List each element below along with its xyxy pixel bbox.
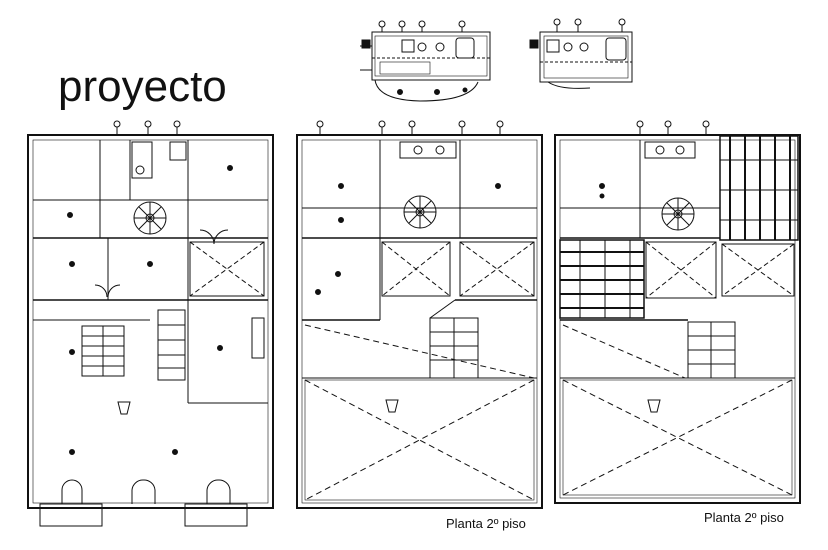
plan-right (554, 120, 801, 504)
plan-middle (296, 120, 543, 509)
caption-middle-plan: Planta 2º piso (446, 516, 526, 531)
caption-right-plan: Planta 2º piso (704, 510, 784, 525)
drawing-title: proyecto (58, 62, 227, 111)
plan-left (27, 120, 274, 527)
detail-plan-right (529, 18, 633, 89)
detail-plan-left (360, 20, 491, 102)
